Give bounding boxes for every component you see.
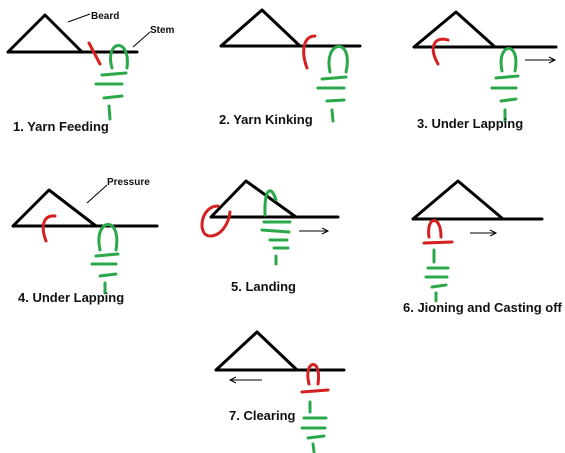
old-loop [424, 248, 450, 303]
direction-arrow [470, 229, 498, 237]
old-loop [260, 189, 292, 266]
old-loop [300, 400, 328, 453]
new-yarn [87, 41, 102, 66]
caption-stage-1: 1. Yarn Feeding [13, 119, 109, 134]
caption-stage-6: 6. Jioning and Casting off [403, 300, 563, 315]
old-loop [316, 45, 349, 123]
new-yarn [431, 37, 450, 66]
stage-5-landing: 5. Landing [200, 179, 340, 294]
beard-label: Beard [91, 11, 119, 22]
pressure-pointer [86, 184, 108, 204]
caption-stage-7: 7. Clearing [229, 408, 296, 423]
caption-stage-4: 4. Under Lapping [18, 290, 124, 305]
pressure-label: Pressure [107, 177, 150, 188]
stage-3-under-lapping: 3. Under Lapping [412, 10, 558, 131]
direction-arrow [299, 227, 330, 235]
stage-7-clearing: 7. Clearing [214, 330, 346, 453]
caption-stage-5: 5. Landing [231, 279, 296, 294]
old-loop [490, 47, 520, 123]
stage-6-joining-casting-off: 6. Jioning and Casting off [403, 179, 563, 315]
needle-beard [209, 179, 298, 219]
new-yarn [300, 363, 330, 394]
old-loop [94, 44, 129, 121]
needle-beard [411, 179, 505, 221]
caption-stage-2: 2. Yarn Kinking [219, 112, 313, 127]
needle-beard [6, 13, 84, 54]
needle-beard [412, 10, 497, 49]
needle-beard [219, 8, 302, 48]
new-yarn [200, 204, 232, 238]
caption-stage-3: 3. Under Lapping [417, 116, 523, 131]
stem-label: Stem [150, 25, 175, 36]
stage-1-yarn-feeding: Beard Stem 1. Yarn Feeding [6, 11, 175, 134]
new-yarn [422, 219, 454, 245]
needle-beard [11, 188, 98, 228]
beard-pointer [67, 13, 91, 23]
direction-arrow [525, 56, 557, 64]
needle-beard [214, 330, 299, 372]
direction-arrow [228, 376, 262, 384]
new-yarn [302, 34, 317, 70]
stage-4-under-lapping-pressure: Pressure 4. Under Lapping [11, 177, 159, 305]
new-yarn [41, 214, 57, 243]
old-loop [90, 223, 120, 295]
stem-pointer [132, 31, 151, 48]
stage-2-yarn-kinking: 2. Yarn Kinking [219, 8, 362, 127]
